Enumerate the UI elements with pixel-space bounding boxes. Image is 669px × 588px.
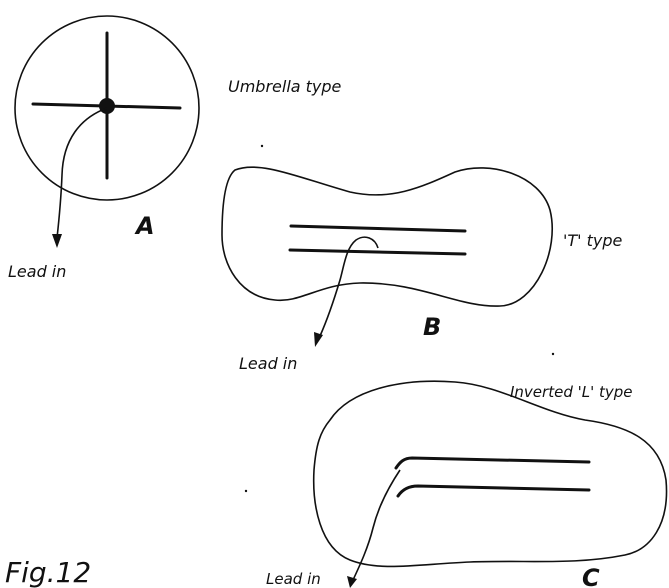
diagram-a-lead-arrowhead	[52, 234, 62, 248]
diagram-c: Inverted 'L' type C Lead in	[266, 380, 668, 588]
diagram-b-outline	[221, 166, 553, 307]
diagram-b-lead-in-wire	[319, 236, 379, 337]
diagram-c-lead-arrowhead	[347, 576, 357, 588]
diagram-a-outline	[14, 15, 200, 201]
diagram-a-lead-in-wire	[56, 107, 108, 239]
diagram-b-lead-label: Lead in	[239, 354, 297, 373]
diagram-b-upper-wire	[289, 224, 467, 233]
diagram-b-lead-arrowhead	[314, 332, 323, 347]
diagram-c-lead-label: Lead in	[266, 570, 321, 588]
diagram-b: 'T' type B Lead in	[221, 166, 623, 373]
figure-caption: Fig.12	[5, 556, 91, 588]
diagram-a-lead-label: Lead in	[8, 262, 66, 281]
diagram-b-lower-wire	[288, 248, 467, 256]
diagram-a-letter: A	[134, 212, 155, 240]
diagram-c-type-label: Inverted 'L' type	[510, 383, 632, 401]
diagram-a-type-label: Umbrella type	[228, 77, 342, 96]
diagram-b-letter: B	[423, 313, 441, 341]
diagram-c-letter: C	[582, 564, 600, 588]
speck	[260, 144, 264, 148]
diagram-a: Umbrella type A Lead in	[8, 15, 342, 281]
speck	[551, 352, 555, 356]
diagram-c-upper-wire	[394, 456, 591, 470]
speck	[244, 489, 248, 493]
diagram-c-outline	[312, 380, 668, 568]
diagram-c-lead-in-wire	[352, 469, 401, 581]
diagram-b-type-label: 'T' type	[563, 231, 623, 250]
diagram-c-lower-wire	[396, 484, 591, 498]
diagram-a-hub	[99, 98, 115, 114]
